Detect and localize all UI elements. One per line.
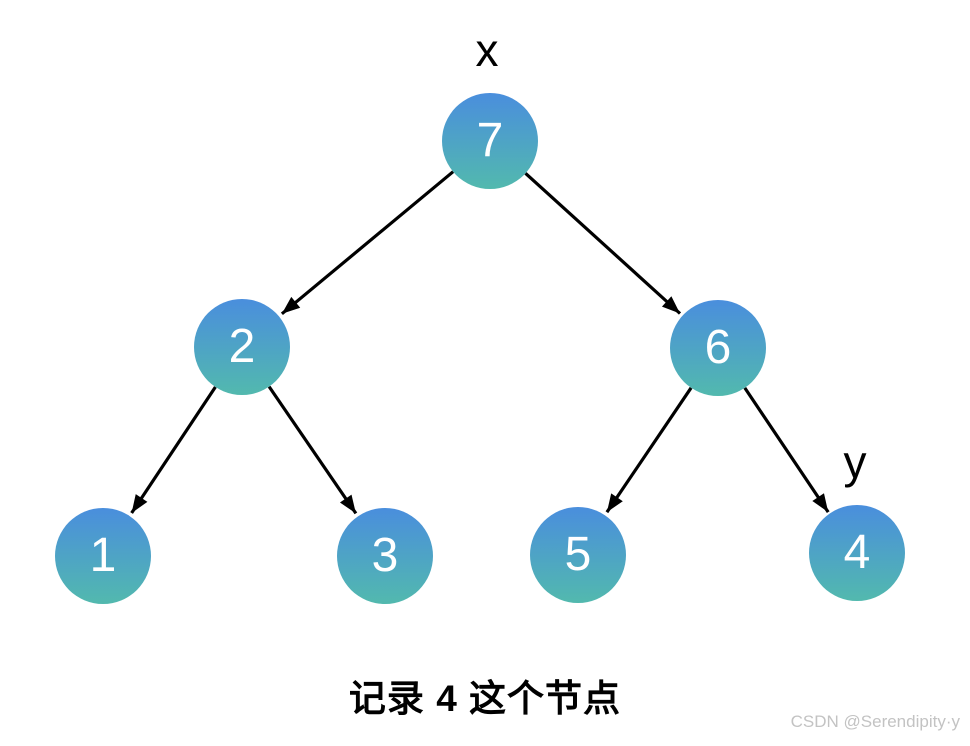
node-value: 2 [228,320,256,373]
pointer-label-x: x [475,24,499,76]
node-value: 6 [704,321,732,374]
tree-node-7: 7 [442,93,538,189]
edge-7-2 [280,170,455,316]
node-value: 5 [564,528,592,581]
tree-node-3: 3 [337,508,433,604]
edge-2-1 [130,386,217,514]
edge-7-6 [524,172,682,315]
node-value: 7 [476,114,504,167]
node-value: 1 [89,529,117,582]
edge-2-3 [267,385,358,515]
tree-node-4: 4 [809,505,905,601]
node-value: 3 [371,529,399,582]
pointer-label-y: y [843,436,867,488]
edge-6-4 [743,387,830,513]
node-value: 4 [843,526,871,579]
edge-6-5 [605,386,693,514]
caption: 记录 4 这个节点 [348,678,622,719]
tree-node-6: 6 [670,300,766,396]
tree-node-1: 1 [55,508,151,604]
tree-node-5: 5 [530,507,626,603]
tree-node-2: 2 [194,299,290,395]
watermark: CSDN @Serendipity·y [790,712,960,731]
